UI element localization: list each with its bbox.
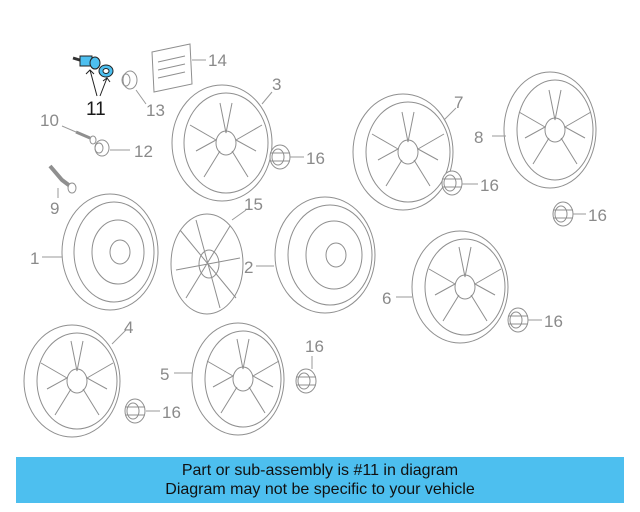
banner-line-2: Diagram may not be specific to your vehi…: [165, 481, 475, 498]
parts-diagram: 11 14 13 10 12 9 3: [23, 43, 607, 438]
part-7-alloy-wheel: 7: [352, 93, 463, 211]
label-13: 13: [146, 101, 165, 120]
part-16-center-cap: 16: [552, 201, 607, 227]
part-8-alloy-wheel: 8: [474, 71, 597, 189]
label-11: 11: [86, 99, 106, 120]
label-15: 15: [244, 195, 263, 214]
part-16-center-cap: 16: [295, 337, 324, 394]
part-5-alloy-wheel: 5: [160, 322, 285, 436]
part-12-cap: 12: [94, 139, 153, 161]
label-16: 16: [588, 206, 607, 225]
banner-line-1: Part or sub-assembly is #11 in diagram: [181, 462, 459, 479]
part-16-center-cap: 16: [269, 144, 325, 170]
part-9-valve: 9: [48, 164, 77, 218]
part-13-cap: 13: [121, 70, 165, 120]
label-7: 7: [454, 93, 463, 112]
part-11-valve[interactable]: 11: [72, 55, 114, 120]
part-2-steel-wheel: 2: [244, 196, 376, 314]
part-10-valve-stem: 10: [40, 111, 97, 145]
label-4: 4: [124, 318, 133, 337]
label-1: 1: [30, 249, 39, 268]
label-16: 16: [305, 337, 324, 356]
label-8: 8: [474, 128, 483, 147]
label-6: 6: [382, 289, 391, 308]
label-14: 14: [208, 51, 227, 70]
part-1-steel-wheel: 1: [30, 193, 159, 311]
part-16-center-cap: 16: [507, 307, 563, 333]
label-5: 5: [160, 365, 169, 384]
part-4-alloy-wheel: 4: [23, 318, 133, 438]
label-2: 2: [244, 258, 253, 277]
part-14-label: 14: [151, 43, 227, 93]
label-16: 16: [480, 176, 499, 195]
part-16-center-cap: 16: [441, 170, 499, 196]
part-3-alloy-wheel: 3: [171, 75, 281, 202]
label-3: 3: [272, 75, 281, 94]
part-6-alloy-wheel: 6: [382, 230, 509, 344]
info-banner: Part or sub-assembly is #11 in diagram D…: [16, 457, 624, 503]
label-9: 9: [50, 199, 59, 218]
label-16: 16: [306, 149, 325, 168]
label-16: 16: [162, 403, 181, 422]
label-10: 10: [40, 111, 59, 130]
label-12: 12: [134, 142, 153, 161]
part-15-wheel-cover: 15: [170, 195, 263, 315]
part-16-center-cap: 16: [124, 398, 181, 424]
label-16: 16: [544, 312, 563, 331]
